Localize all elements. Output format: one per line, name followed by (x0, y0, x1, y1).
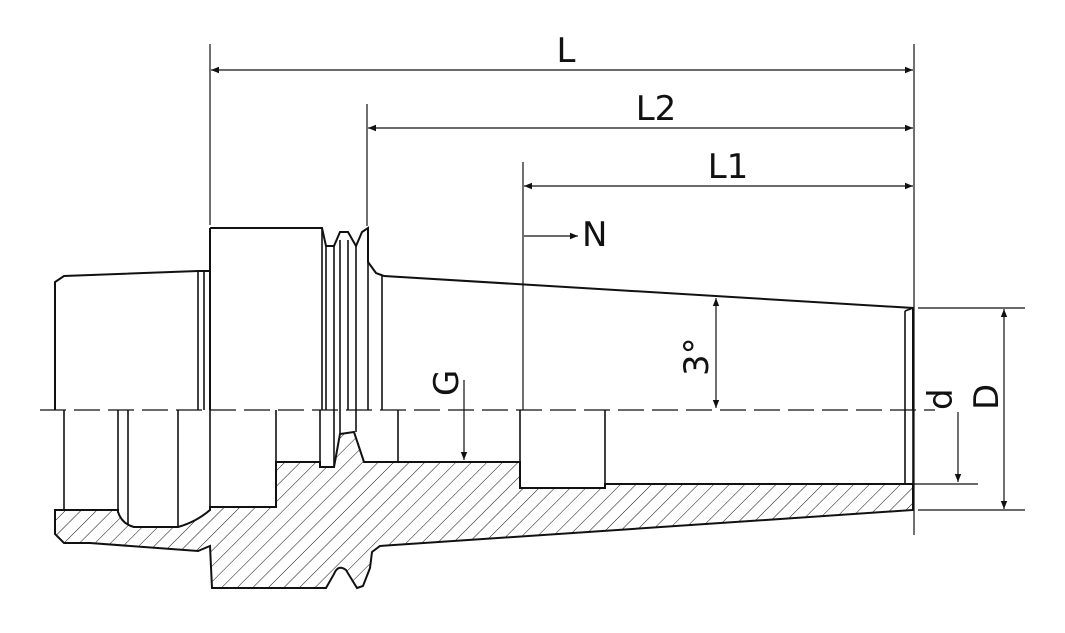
label-L1: L1 (708, 147, 749, 187)
label-G: G (427, 370, 467, 396)
angle-dimension: 3° (677, 298, 720, 408)
label-N: N (582, 215, 607, 255)
upper-profile (54, 226, 914, 410)
label-L2: L2 (636, 89, 677, 129)
dimension-d: d (914, 388, 978, 485)
dimension-L1: L1 (522, 147, 913, 410)
flange-and-cone (210, 226, 914, 410)
lower-inner-lines (63, 410, 914, 527)
section-hatch-area (54, 430, 914, 590)
marker-N: N (524, 215, 607, 255)
dimension-D: D (918, 307, 1025, 511)
label-L: L (557, 31, 576, 71)
label-d: d (921, 388, 961, 410)
label-D: D (967, 384, 1007, 410)
dimension-L: L (209, 31, 915, 535)
marker-G: G (427, 370, 468, 460)
label-angle: 3° (677, 337, 717, 376)
dimension-L2: L2 (366, 89, 913, 226)
taper-shank (54, 270, 211, 410)
